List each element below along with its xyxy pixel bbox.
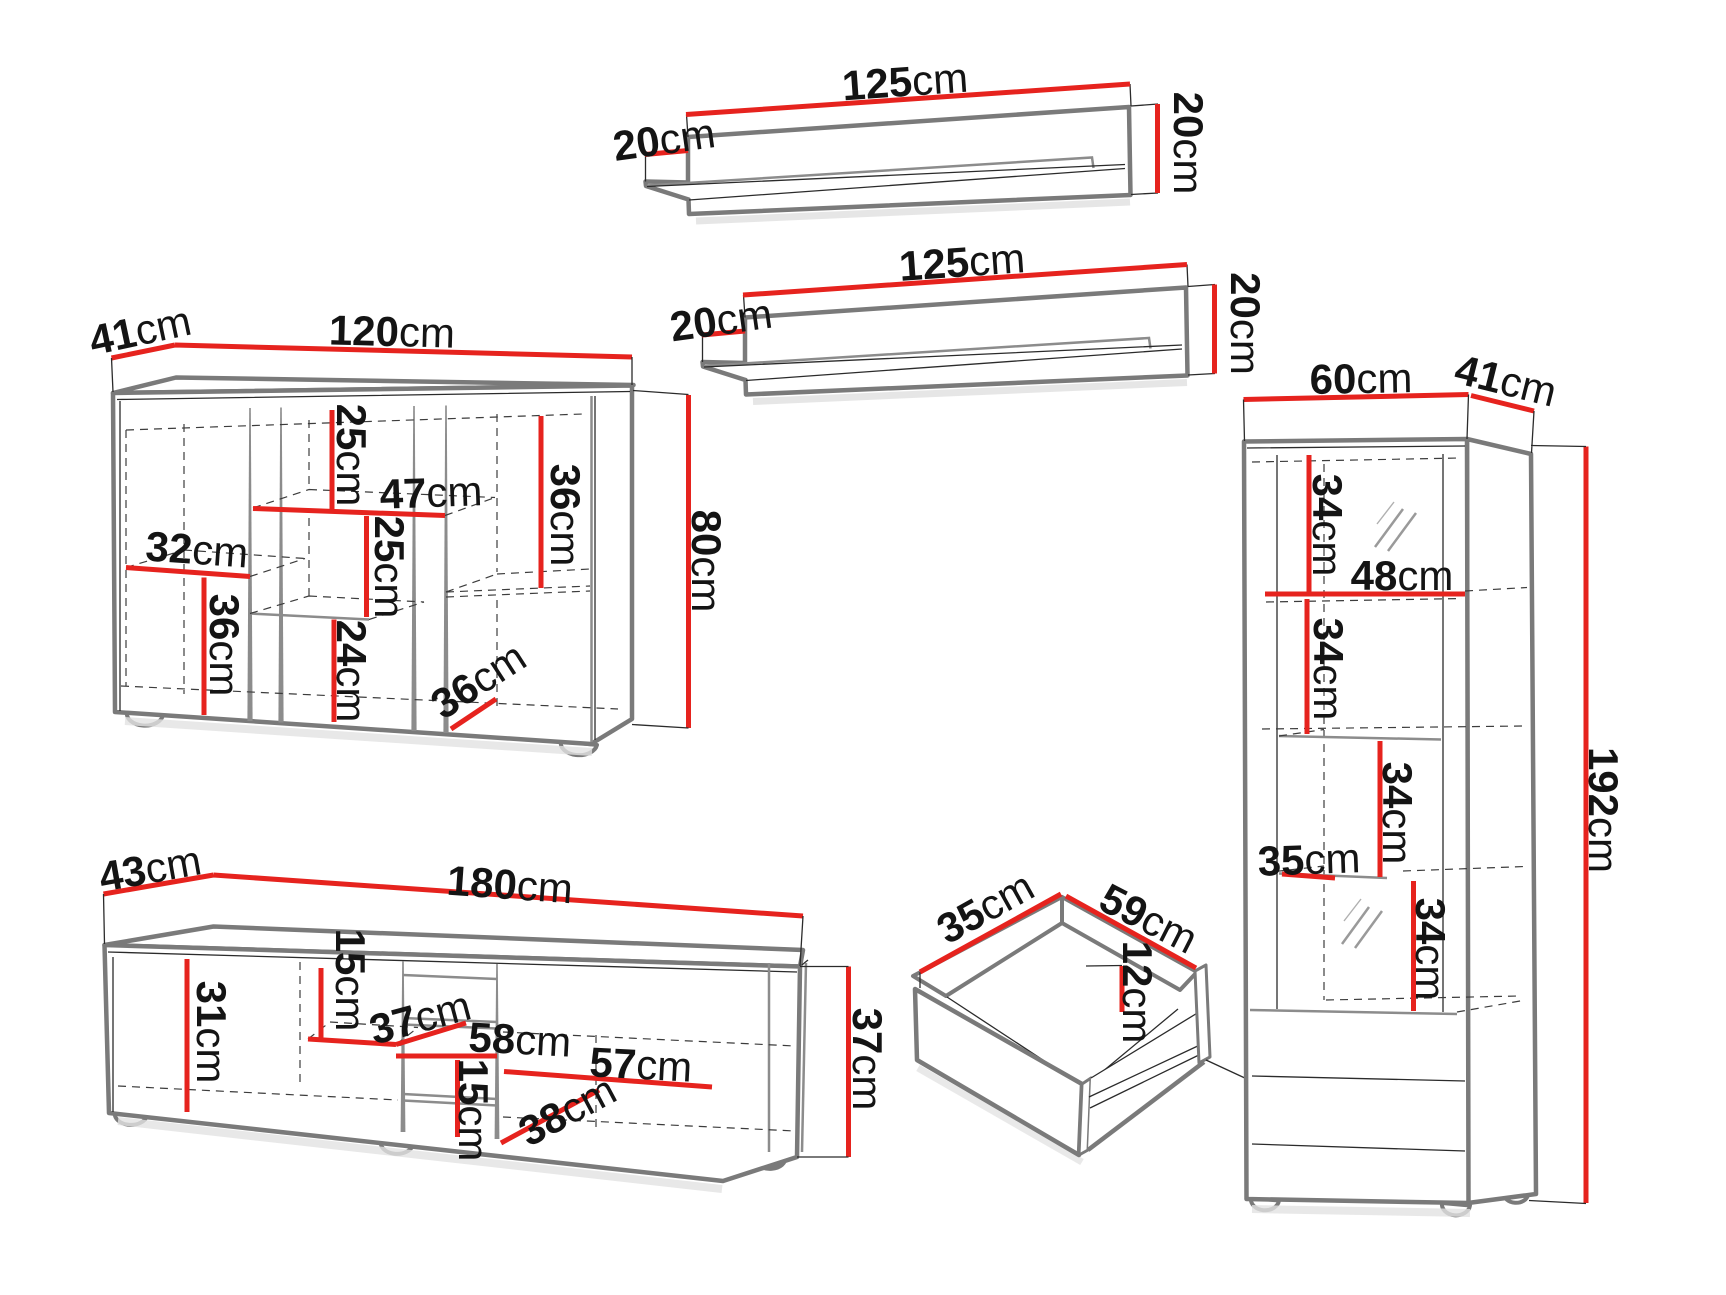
svg-text:48cm: 48cm [1351, 552, 1454, 599]
svg-text:20cm: 20cm [667, 289, 775, 350]
svg-text:125cm: 125cm [897, 234, 1026, 290]
svg-text:180cm: 180cm [445, 856, 574, 912]
svg-text:37cm: 37cm [845, 1008, 892, 1111]
svg-text:24cm: 24cm [329, 620, 376, 723]
svg-text:35cm: 35cm [1257, 834, 1361, 885]
svg-text:34cm: 34cm [1408, 898, 1455, 1001]
svg-text:20cm: 20cm [1166, 92, 1213, 195]
svg-text:47cm: 47cm [379, 467, 483, 518]
svg-text:12cm: 12cm [1115, 941, 1162, 1044]
svg-text:80cm: 80cm [684, 510, 731, 613]
svg-text:34cm: 34cm [1306, 618, 1353, 721]
svg-text:192cm: 192cm [1581, 747, 1628, 873]
svg-text:57cm: 57cm [588, 1038, 693, 1090]
svg-text:25cm: 25cm [329, 404, 376, 507]
svg-text:125cm: 125cm [840, 53, 969, 109]
svg-text:36cm: 36cm [543, 464, 590, 567]
svg-text:41cm: 41cm [85, 296, 195, 363]
svg-text:60cm: 60cm [1309, 354, 1413, 403]
svg-text:120cm: 120cm [328, 306, 455, 356]
svg-text:58cm: 58cm [467, 1013, 572, 1065]
svg-text:43cm: 43cm [95, 836, 204, 900]
svg-text:34cm: 34cm [1375, 762, 1422, 865]
svg-text:15cm: 15cm [328, 929, 375, 1032]
svg-text:32cm: 32cm [144, 522, 250, 576]
svg-text:20cm: 20cm [1223, 272, 1270, 375]
svg-text:20cm: 20cm [610, 109, 718, 170]
svg-text:15cm: 15cm [451, 1059, 498, 1162]
svg-text:36cm: 36cm [202, 594, 249, 697]
svg-text:31cm: 31cm [189, 981, 236, 1084]
svg-text:25cm: 25cm [367, 516, 414, 619]
svg-text:34cm: 34cm [1305, 474, 1352, 577]
